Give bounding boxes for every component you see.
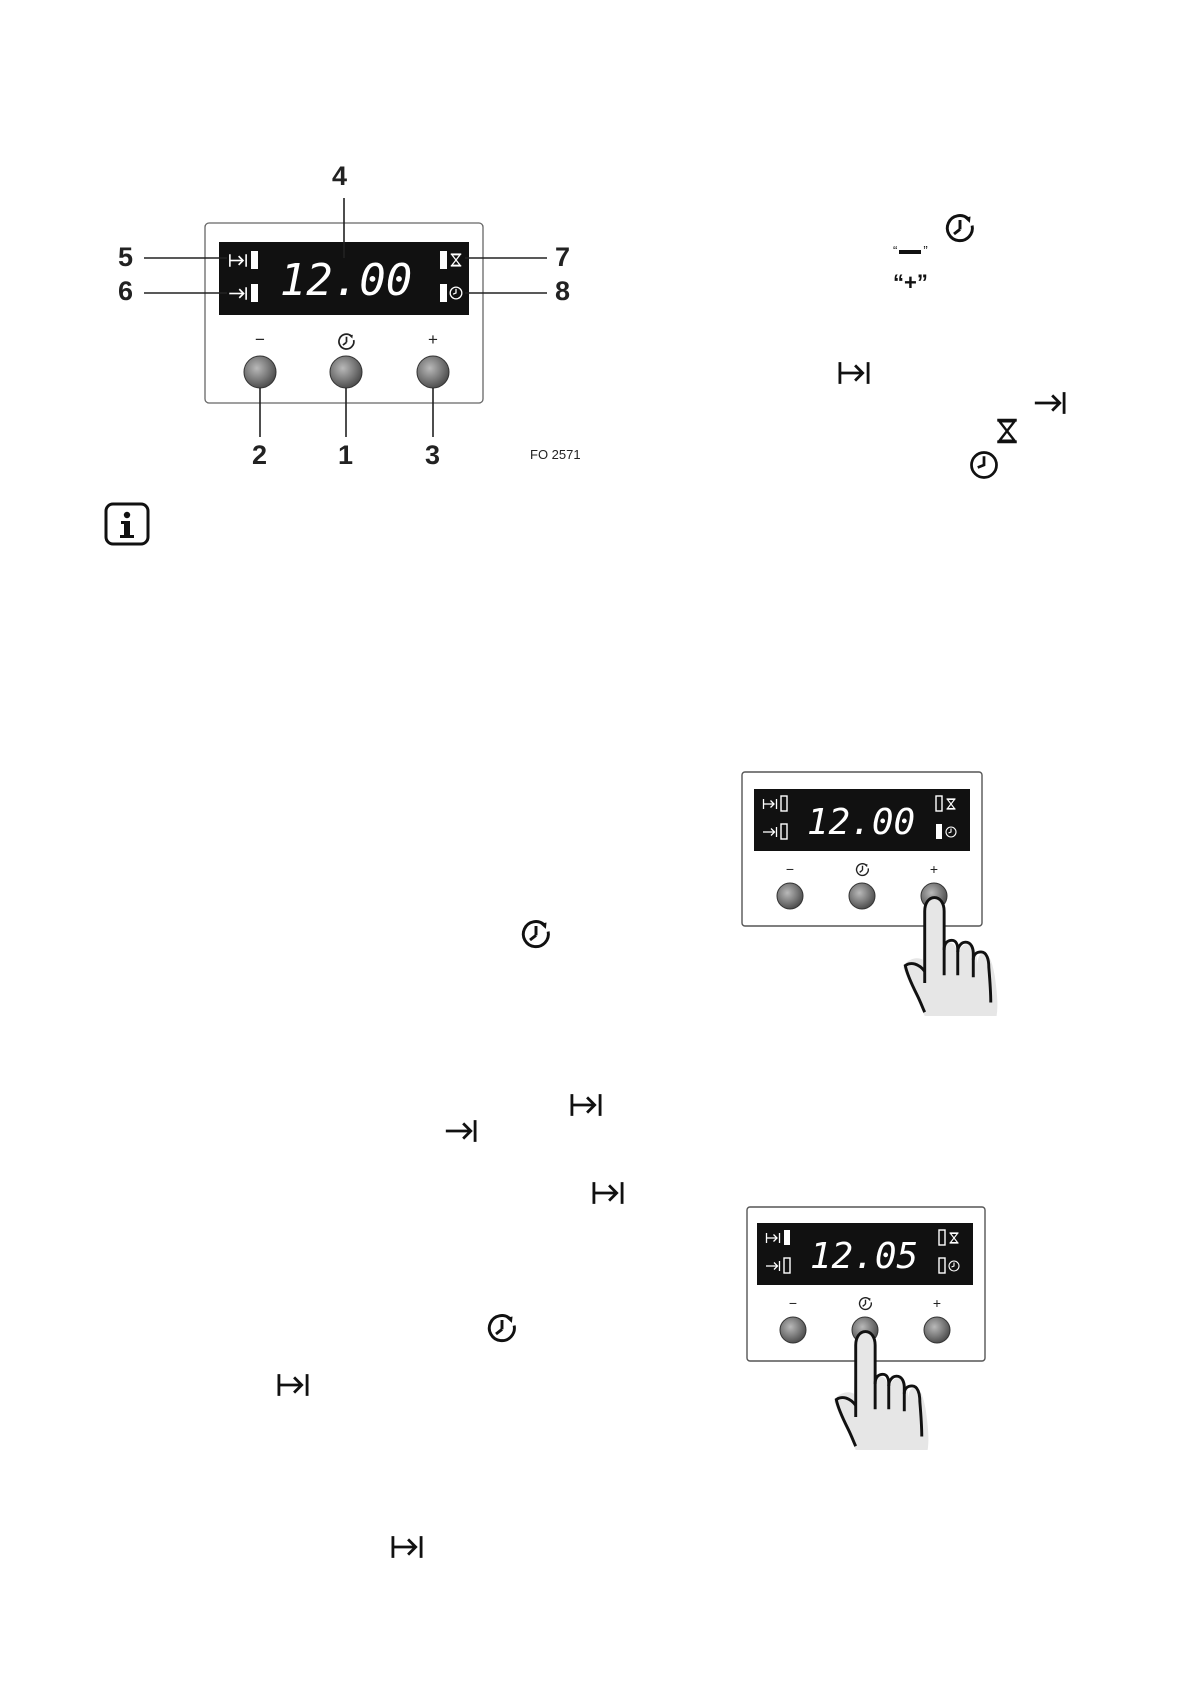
- text-duration-icon: [391, 1534, 423, 1560]
- leader-lines: [144, 198, 547, 437]
- legend-end-time-icon: [1033, 390, 1066, 416]
- callout-5: 5: [118, 242, 134, 272]
- legend-hourglass-icon: [995, 418, 1019, 444]
- callout-8: 8: [555, 276, 571, 306]
- text-duration-icon: [277, 1372, 309, 1398]
- text-clock-button-icon: [521, 920, 550, 949]
- duration-indicator-bar: [780, 795, 788, 812]
- step-1-display: [754, 789, 970, 851]
- minus-label: −: [786, 861, 794, 877]
- step-1-drawing: 12.00 − +: [741, 771, 1000, 1018]
- end-time-indicator-bar: [783, 1257, 791, 1274]
- step-2-display: [757, 1223, 973, 1285]
- legend-plus: “+”: [893, 270, 928, 295]
- clock-indicator-bar: [440, 284, 447, 302]
- text-end-time-icon: [444, 1118, 477, 1144]
- plus-button[interactable]: [923, 1316, 951, 1344]
- plus-label: +: [930, 861, 938, 877]
- minus-label: −: [255, 330, 265, 349]
- clock-button[interactable]: [329, 355, 363, 389]
- plus-label: +: [933, 1295, 941, 1311]
- clock-indicator-bar: [938, 1257, 946, 1274]
- timer-indicator-bar: [938, 1229, 946, 1246]
- minus-button[interactable]: [779, 1316, 807, 1344]
- timer-indicator-bar: [935, 795, 943, 812]
- text-duration-icon: [592, 1180, 624, 1206]
- time-display: 12.00: [280, 255, 412, 306]
- callout-3: 3: [425, 440, 441, 470]
- minus-button[interactable]: [776, 882, 804, 910]
- duration-indicator-bar: [784, 1230, 790, 1245]
- text-duration-icon: [570, 1092, 602, 1118]
- minus-label: −: [789, 1295, 797, 1311]
- step-1-panel: 12.00 − +: [740, 770, 1010, 1020]
- info-icon: [104, 502, 150, 546]
- step-2-panel: 12.05 − +: [745, 1205, 990, 1455]
- plus-label: +: [428, 330, 438, 349]
- step-2-time-display: 12.05: [810, 1236, 918, 1277]
- figure-code: FO 2571: [530, 447, 581, 462]
- end-time-indicator-bar: [251, 284, 258, 302]
- callout-2: 2: [252, 440, 268, 470]
- minus-button[interactable]: [243, 355, 277, 389]
- clock-button[interactable]: [848, 882, 876, 910]
- legend-duration-icon: [838, 360, 870, 386]
- main-control-diagram: 12.00 − + 4 5 6 7 8 2 1 3 FO 2571: [100, 161, 600, 475]
- legend-clock-button-icon: [945, 214, 974, 243]
- callout-4: 4: [332, 161, 348, 191]
- timer-indicator-bar: [440, 251, 447, 269]
- step-1-time-display: 12.00: [807, 802, 915, 843]
- callout-7: 7: [555, 242, 571, 272]
- text-clock-button-icon: [487, 1314, 516, 1343]
- legend-minus: “”: [893, 243, 928, 258]
- main-panel-drawing: 12.00 − +: [144, 198, 547, 437]
- step-2-drawing: 12.05 − +: [746, 1206, 986, 1452]
- legend-clock-icon: [970, 451, 998, 479]
- callout-6: 6: [118, 276, 134, 306]
- end-time-indicator-bar: [780, 823, 788, 840]
- plus-button[interactable]: [416, 355, 450, 389]
- callout-1: 1: [338, 440, 354, 470]
- clock-indicator-bar: [936, 824, 942, 839]
- duration-indicator-bar: [251, 251, 258, 269]
